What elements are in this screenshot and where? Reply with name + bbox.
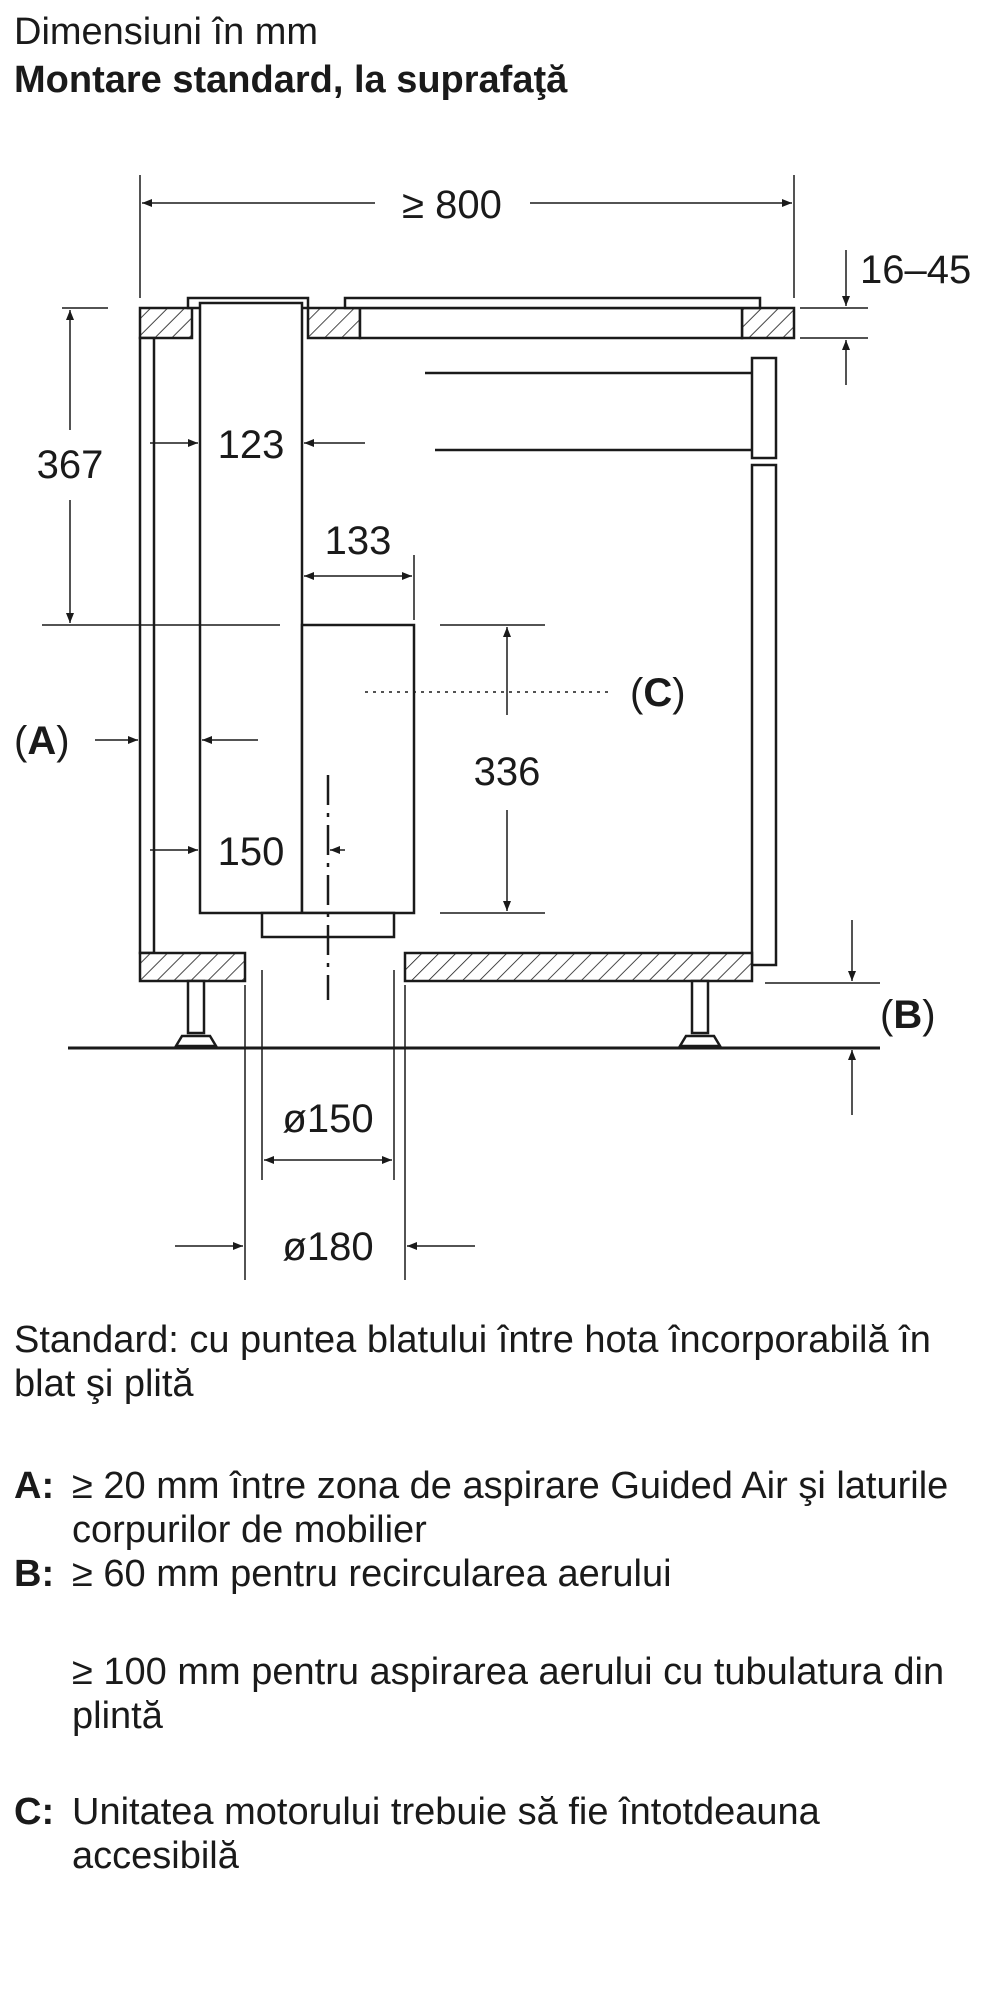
hob-plate [358,306,744,340]
dim-width-label: ≥ 800 [402,183,502,227]
dim-height-upper-label: 367 [37,443,104,487]
cabinet-floor-left [138,951,247,983]
dimension-lines [42,175,880,1280]
countertop-right-section [740,306,796,340]
dim-duct-width-label: 123 [218,423,285,467]
legend-key: A: [14,1465,55,1507]
dim-thickness-label: 16–45 [860,248,971,292]
dim-motor-width-label: 133 [325,519,392,563]
countertop-bridge [306,306,362,340]
dimensions-unit-note: Dimensiuni în mm [14,11,319,53]
hob-glass [343,296,762,310]
dimension-labels: ≥ 800 16–45 367 123 133 336 150 ø150 ø18… [14,183,971,1269]
cabinet-feet [173,979,723,1048]
callout-a-label: (A) [14,719,70,763]
countertop-left-section [138,306,194,340]
dim-pipe-inner-label: ø150 [282,1097,373,1141]
legend-text: ≥ 20 mm între zona de aspirare Guided Ai… [72,1465,949,1551]
dim-pipe-outer-label: ø180 [282,1225,373,1269]
extractor-unit [198,301,416,1000]
legend-text: ≥ 100 mm pentru aspirarea aerului cu tub… [72,1651,945,1737]
cabinet-floor-right [403,951,754,983]
legend-key: B: [14,1553,55,1595]
drawer-front-top [750,356,778,460]
air-duct [198,301,304,915]
countertop [138,296,796,340]
callout-b-label: (B) [880,993,936,1037]
legend-text: ≥ 60 mm pentru recircularea aerului [72,1553,672,1595]
motor-unit [300,623,416,915]
legend-key: C: [14,1791,55,1833]
dim-offset-label: 150 [218,830,285,874]
callout-c-label: (C) [630,671,686,715]
installation-caption: Standard: cu puntea blatului între hota … [14,1319,931,1405]
dim-motor-height-label: 336 [474,750,541,794]
cabinet-side-left [138,336,156,955]
page-title: Montare standard, la suprafaţă [14,59,568,101]
installation-diagram: ≥ 800 16–45 367 123 133 336 150 ø150 ø18… [14,175,971,1280]
drawer-front-bottom [750,463,778,967]
legend-text: Unitatea motorului trebuie să fie întotd… [72,1791,820,1877]
cabinet [138,336,778,983]
